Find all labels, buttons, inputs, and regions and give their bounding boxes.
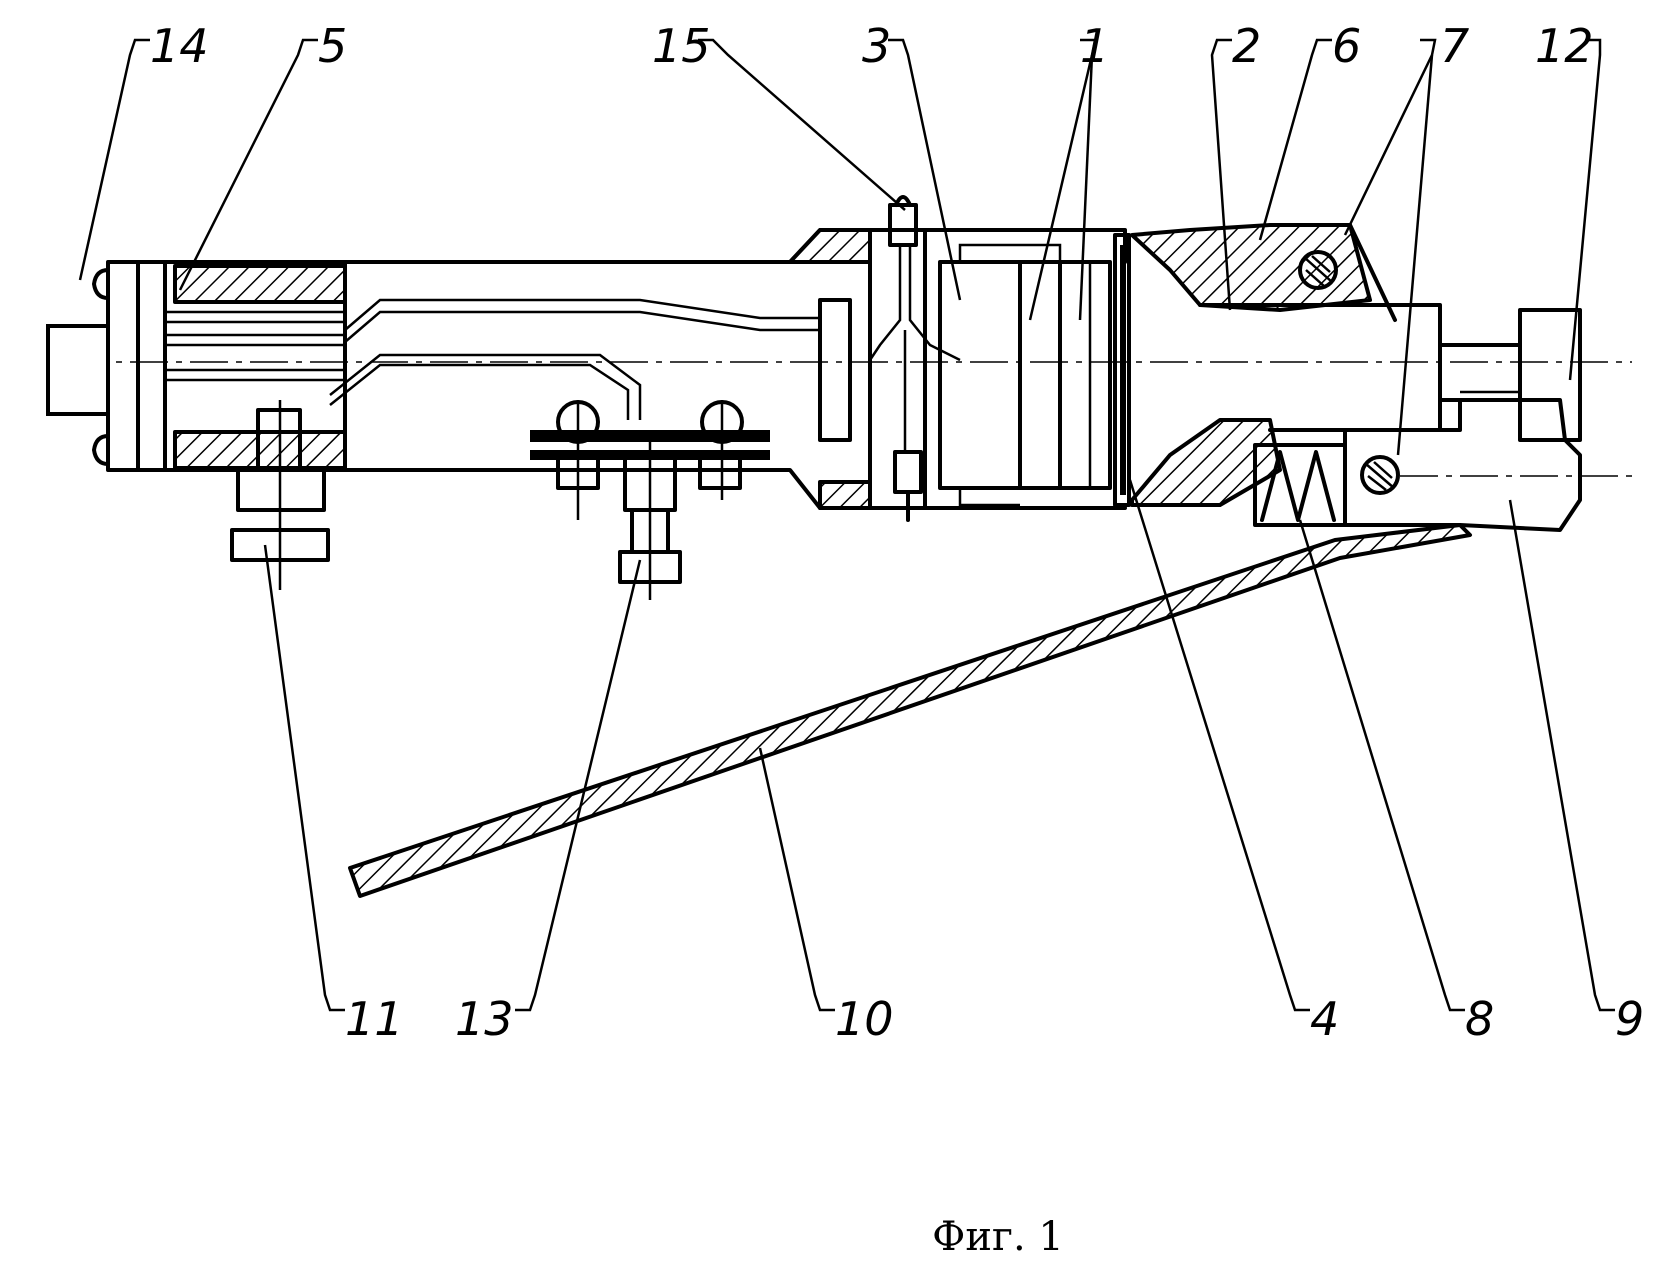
- lever-9: [1343, 308, 1582, 532]
- part-labels: 14 5 15 3 1 2 6 7 12 11 13 10 4 8 9: [150, 19, 1644, 1046]
- label-12: 12: [1535, 19, 1594, 73]
- label-3: 3: [862, 19, 891, 73]
- seal-4: [1113, 233, 1131, 507]
- label-7: 7: [1440, 19, 1469, 73]
- label-9: 9: [1615, 992, 1644, 1046]
- label-5: 5: [318, 19, 347, 73]
- label-6: 6: [1332, 19, 1361, 73]
- label-2: 2: [1232, 19, 1261, 73]
- cable-gland-15: [868, 195, 961, 522]
- block-3-and-cells-1: [938, 243, 1112, 507]
- label-1: 1: [1080, 19, 1109, 73]
- leaf-spring-10: [348, 523, 1472, 898]
- main-housing: [136, 228, 1127, 510]
- label-14: 14: [150, 19, 209, 73]
- label-13: 13: [455, 992, 514, 1046]
- leader-lines: [78, 38, 1615, 1012]
- label-11: 11: [345, 992, 404, 1046]
- figure-caption: Фиг. 1: [932, 1214, 1064, 1260]
- head-6-and-channel-2: [1130, 223, 1442, 507]
- label-4: 4: [1310, 992, 1339, 1046]
- bushing-5-top: [173, 264, 347, 304]
- label-15: 15: [652, 19, 711, 73]
- screw-13: [618, 440, 682, 600]
- mount-11: [230, 400, 330, 590]
- end-cap-14: [46, 260, 140, 472]
- label-8: 8: [1465, 992, 1494, 1046]
- collar: [788, 228, 927, 510]
- label-10: 10: [835, 992, 894, 1046]
